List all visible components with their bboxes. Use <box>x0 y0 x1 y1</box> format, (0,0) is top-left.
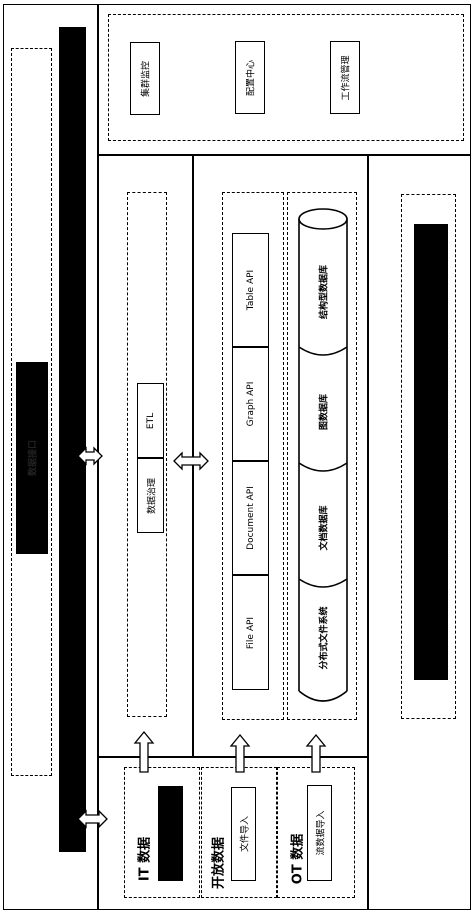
data-interface-bar <box>59 27 86 852</box>
top-item-cluster-monitor: 集群监控 <box>130 42 160 115</box>
api-split-3 <box>232 574 269 576</box>
cylinder-seam-3 <box>298 578 348 588</box>
data-interface-label-box: 数据接口 <box>16 362 48 554</box>
source-it-panel <box>124 767 200 898</box>
middle-bottom-divider <box>97 756 367 758</box>
source-it-box <box>158 786 183 881</box>
storage-dashed-panel <box>287 192 357 720</box>
arrow-bidirectional-3 <box>77 809 108 829</box>
storage-cylinder <box>298 208 348 702</box>
right-divider <box>367 154 369 910</box>
processing-divider <box>192 154 194 756</box>
top-section-divider <box>97 154 471 156</box>
processing-dashed-panel <box>127 192 167 717</box>
arrow-bidirectional-1 <box>77 446 103 466</box>
processing-item-split <box>137 457 164 459</box>
right-dashed-panel <box>401 194 456 719</box>
api-split-1 <box>232 346 269 348</box>
arrow-bidirectional-2 <box>173 451 209 471</box>
cylinder-bottom <box>298 690 348 702</box>
cylinder-top <box>298 208 348 230</box>
api-split-2 <box>232 460 269 462</box>
cylinder-outline <box>298 219 348 691</box>
left-dashed-panel <box>11 48 52 776</box>
cylinder-seam-2 <box>298 462 348 472</box>
source-ot-box: 流数据导入 <box>307 785 332 881</box>
api-dashed-panel <box>222 192 284 720</box>
top-dashed-panel <box>108 14 464 141</box>
diagram-frame <box>3 4 471 910</box>
source-open-box: 文件导入 <box>231 787 256 881</box>
right-black-bar <box>414 224 448 680</box>
arrow-up-1 <box>133 730 155 773</box>
cylinder-seam-1 <box>298 346 348 356</box>
top-item-workflow: 工作流管理 <box>330 41 360 114</box>
top-item-config-center: 配置中心 <box>235 41 265 114</box>
arrow-up-3 <box>305 733 327 773</box>
arrow-up-2 <box>229 733 251 773</box>
